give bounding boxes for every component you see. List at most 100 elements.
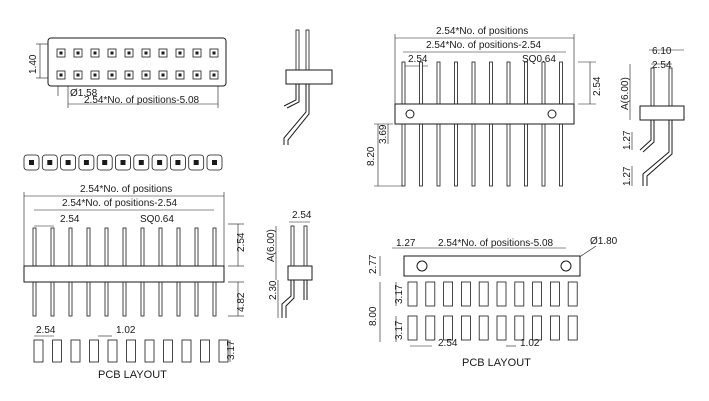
- pin-square: [65, 160, 71, 165]
- dim-overall-top: 2.54*No. of positions: [436, 26, 528, 37]
- pin-square: [29, 160, 34, 165]
- dim-482: 4.82: [236, 292, 247, 312]
- dim-317-a: 3.17: [394, 284, 405, 304]
- pin-square: [93, 73, 97, 77]
- pcb-pads-right: [407, 281, 578, 341]
- pin-square: [59, 73, 63, 77]
- pcb-pad: [70, 339, 81, 363]
- pin-square: [193, 160, 199, 165]
- right-angle-insulator: [285, 69, 333, 85]
- dim-span-minus-508: 2.54*No. of positions-5.08: [84, 95, 200, 106]
- pcb-pad: [425, 281, 436, 307]
- pcb-pad: [52, 339, 62, 363]
- pin-square: [144, 51, 148, 55]
- pcb-pad: [496, 315, 507, 341]
- right-angle-side-view-bottom: 2.54 A(6.00) 2.30: [266, 210, 313, 318]
- pin-square: [110, 51, 114, 55]
- pin-square: [212, 51, 216, 55]
- pcb-pad: [514, 315, 525, 341]
- dim-hole-right: Ø1.80: [590, 236, 618, 247]
- dim-277: 2.77: [368, 254, 379, 274]
- dim-127-right: 1.27: [396, 238, 416, 249]
- pcb-pitch-left: 2.54: [36, 325, 56, 336]
- pin-square: [59, 51, 63, 55]
- pin-square: [127, 51, 131, 55]
- pcb-pad: [478, 315, 489, 341]
- dim-127-a: 1.27: [622, 130, 633, 150]
- pcb-layout-label-left: PCB LAYOUT: [98, 369, 167, 381]
- single-row-front-view-top: 2.54*No. of positions 2.54*No. of positi…: [366, 26, 603, 187]
- pcb-pad: [567, 281, 578, 307]
- pcb-pad: [550, 315, 560, 341]
- dim-pitch-bottom: 2.54: [60, 214, 80, 225]
- pcb-pad: [181, 339, 192, 363]
- pcb-pad: [443, 281, 454, 307]
- pcb-pad: [425, 315, 436, 341]
- dim-820: 8.20: [366, 146, 377, 166]
- dim-right-254-bottom: 2.54: [236, 232, 247, 252]
- pcb-pad: [550, 281, 560, 307]
- dim-369: 3.69: [378, 124, 389, 144]
- pin-square: [76, 73, 80, 77]
- pcb-height-left: 3.17: [226, 340, 237, 360]
- dim-a600-right: A(6.00): [620, 77, 631, 110]
- pcb-pad-left: 1.02: [116, 325, 136, 336]
- dim-254-bottom-side: 2.54: [292, 210, 312, 221]
- dim-height-140: 1.40: [28, 54, 39, 74]
- pcb-pad: [407, 281, 418, 307]
- pcb-layout-left: 2.54 1.02 3.17 PCB LAYOUT: [33, 325, 237, 381]
- dim-254-side: 2.54: [652, 60, 672, 71]
- dim-pitch-top: 2.54: [408, 54, 428, 65]
- pcb-pad: [144, 339, 155, 363]
- pcb-pad: [218, 339, 229, 363]
- pin-square: [161, 73, 165, 77]
- pcb-pad: [460, 315, 471, 341]
- pcb-pad: [89, 339, 99, 363]
- dim-800: 8.00: [368, 306, 379, 326]
- pin-square: [102, 160, 108, 165]
- pcb-pad: [514, 281, 525, 307]
- dim-a600-bottom: A(6.00): [266, 229, 277, 262]
- side-insulator-bottom: [287, 265, 313, 281]
- pin-square: [83, 160, 89, 165]
- pcb-layout-label-right: PCB LAYOUT: [462, 357, 531, 369]
- pin-square: [47, 160, 53, 165]
- pcb-pad: [532, 281, 542, 307]
- pin-square: [178, 51, 182, 55]
- pin-square: [195, 73, 199, 77]
- dim-610: 6.10: [652, 46, 672, 57]
- pin-square: [93, 51, 97, 55]
- pin-square: [110, 73, 114, 77]
- pin-square: [161, 51, 165, 55]
- pin-square: [127, 73, 131, 77]
- dim-square-top: SQ0.64: [522, 54, 556, 65]
- pcb-pad: [532, 315, 542, 341]
- pin-square: [144, 73, 148, 77]
- pin-square: [195, 51, 199, 55]
- dim-pad-right: 1.02: [520, 338, 540, 349]
- pcb-pad: [567, 315, 578, 341]
- pcb-pad: [460, 281, 471, 307]
- dim-230: 2.30: [268, 280, 279, 300]
- pcb-pad: [496, 281, 507, 307]
- pin-square: [178, 73, 182, 77]
- pcb-pad: [107, 339, 118, 363]
- pcb-pad: [478, 281, 489, 307]
- front-insulator-top: [394, 103, 575, 125]
- pcb-pad: [163, 339, 173, 363]
- single-row-pin-grid: [23, 154, 223, 171]
- dual-row-pin-grid: [56, 48, 219, 80]
- dim-127-b: 1.27: [622, 166, 633, 186]
- pin-square: [76, 51, 80, 55]
- dim-span-bottom: 2.54*No. of positions-2.54: [62, 198, 178, 209]
- side-insulator-right: [639, 105, 685, 121]
- right-angle-side-view-right: 6.10 2.54 A(6.00) 1.27 1.27: [620, 46, 685, 186]
- dim-hole-158: Ø1.58: [70, 88, 98, 99]
- pin-square: [175, 160, 181, 165]
- pcb-pad: [407, 315, 418, 341]
- pcb-pad: [33, 339, 44, 363]
- pin-square: [157, 160, 163, 165]
- pcb-layout-right: 1.27 2.54*No. of positions-5.08 Ø1.80 2.…: [368, 236, 618, 369]
- pin-square: [138, 160, 144, 165]
